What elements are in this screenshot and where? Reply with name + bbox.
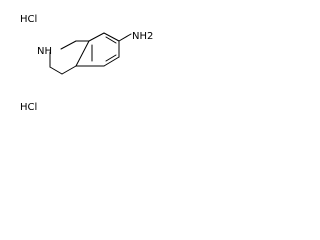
bond-c4a-c8a: [75, 40, 90, 67]
bond-c8-c7-inner: [105, 36, 117, 44]
amine-nh2-label: NH2: [132, 31, 153, 42]
salt-hcl-top: HCl: [20, 14, 37, 25]
bond-c6-c5: [103, 56, 120, 67]
chemical-structure-diagram: HCl NH NH2 HCl: [20, 14, 153, 113]
bond-c4-c4a: [61, 65, 77, 75]
bond-c1-n2: [60, 40, 77, 50]
salt-hcl-bottom: HCl: [20, 102, 37, 113]
bond-c8a-c8: [88, 32, 105, 42]
bond-c6-c5-inner: [105, 54, 117, 62]
bond-c7-n: [118, 33, 132, 42]
bond-c8-c7: [103, 32, 120, 42]
bond-c3-c4: [49, 66, 63, 75]
bond-lines: [49, 32, 132, 75]
ring-nh-label: NH: [37, 46, 52, 57]
